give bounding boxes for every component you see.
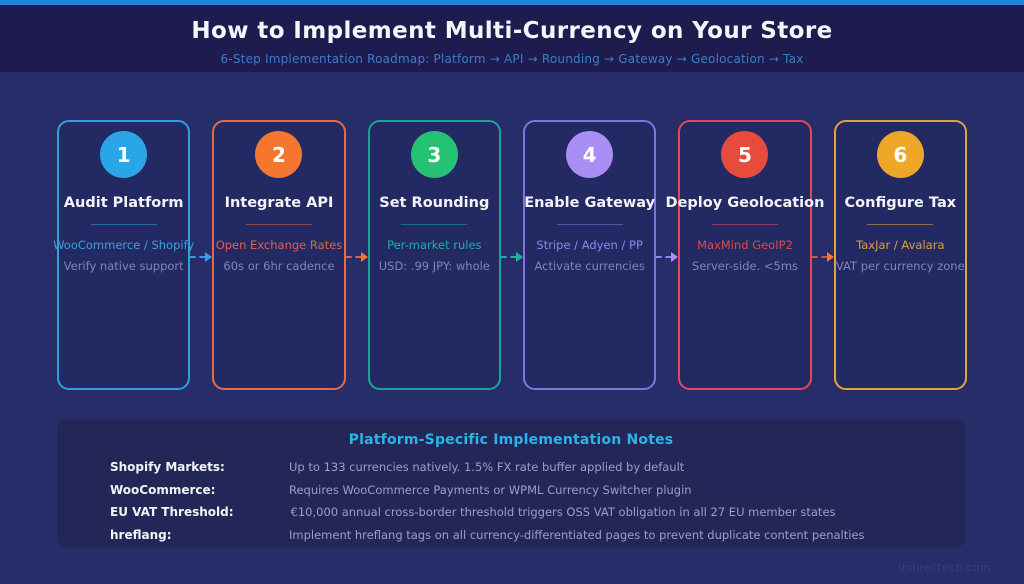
step-card-deploy-geolocation: 5 Deploy Geolocation MaxMind GeoIP2 Serv…: [666, 120, 824, 390]
notes-rows: Shopify Markets: Up to 133 currencies na…: [57, 460, 965, 550]
flow-arrow-1: [190, 251, 213, 262]
flow-arrow-4: [656, 251, 679, 262]
arrowhead-icon: [205, 251, 213, 262]
step-title: Configure Tax: [844, 195, 957, 211]
step-number-badge: 4: [566, 131, 614, 178]
dashed-line: [500, 255, 516, 258]
step-card-set-rounding: 3 Set Rounding Per-market rules USD: .99…: [367, 120, 501, 390]
header: How to Implement Multi-Currency on Your …: [0, 5, 1024, 72]
dashed-line: [190, 255, 206, 258]
step-card-configure-tax: 6 Configure Tax TaxJar / Avalara VAT per…: [833, 120, 967, 390]
step-detail-secondary: Verify native support: [63, 259, 184, 273]
step-detail-primary: WooCommerce / Shopify: [53, 238, 195, 252]
top-accent-strip: [0, 0, 1024, 5]
step-card-integrate-api: 2 Integrate API Open Exchange Rates 60s …: [212, 120, 346, 390]
divider: [245, 224, 312, 225]
step-title: Enable Gateway: [524, 195, 656, 211]
divider: [711, 224, 778, 225]
steps-row: 1 Audit Platform WooCommerce / Shopify V…: [0, 120, 1024, 390]
flow-arrow-5: [811, 251, 834, 262]
notes-row-shopify-markets: Shopify Markets: Up to 133 currencies na…: [57, 460, 965, 483]
step-number-badge: 3: [410, 131, 458, 178]
step-number-badge: 6: [876, 131, 924, 178]
step-title: Set Rounding: [379, 195, 490, 211]
notes-row-woocommerce: WooCommerce: Requires WooCommerce Paymen…: [57, 483, 965, 506]
divider: [556, 224, 623, 225]
page-subtitle: 6-Step Implementation Roadmap: Platform …: [220, 52, 804, 66]
watermark: indirectech.com: [898, 561, 991, 574]
dashed-line: [345, 255, 361, 258]
step-card-enable-gateway: 4 Enable Gateway Stripe / Adyen / PP Act…: [522, 120, 657, 390]
notes-value: Implement hreflang tags on all currency-…: [289, 527, 865, 542]
dashed-line: [811, 255, 827, 258]
step-detail-secondary: 60s or 6hr cadence: [223, 259, 335, 273]
step-detail-secondary: USD: .99 JPY: whole: [378, 259, 490, 273]
arrowhead-icon: [360, 251, 368, 262]
notes-value: €10,000 annual cross-border threshold tr…: [290, 505, 836, 519]
flow-arrow-3: [500, 251, 523, 262]
notes-value: Up to 133 currencies natively. 1.5% FX r…: [289, 460, 685, 474]
step-card-audit-platform: 1 Audit Platform WooCommerce / Shopify V…: [53, 120, 194, 390]
step-title: Deploy Geolocation: [665, 195, 825, 211]
step-detail-primary: Open Exchange Rates: [215, 238, 343, 252]
dashed-line: [656, 255, 672, 258]
step-detail-primary: Per-market rules: [387, 238, 482, 252]
divider: [90, 224, 157, 225]
divider: [401, 224, 468, 225]
flow-arrow-2: [345, 251, 368, 262]
divider: [867, 224, 934, 225]
step-number-badge: 1: [100, 131, 148, 178]
implementation-notes-panel: Platform-Specific Implementation Notes S…: [57, 419, 965, 548]
notes-label: Shopify Markets:: [110, 460, 225, 474]
notes-label: hreflang:: [110, 527, 172, 542]
notes-row-eu-vat-threshold: EU VAT Threshold: €10,000 annual cross-b…: [57, 505, 965, 528]
notes-value: Requires WooCommerce Payments or WPML Cu…: [289, 482, 692, 497]
step-detail-secondary: Server-side. <5ms: [691, 259, 799, 273]
step-number-badge: 2: [255, 131, 303, 178]
arrowhead-icon: [671, 251, 679, 262]
step-title: Integrate API: [224, 195, 334, 211]
notes-row-hreflang: hreflang: Implement hreflang tags on all…: [57, 528, 965, 551]
step-detail-secondary: Activate currencies: [534, 259, 645, 273]
step-detail-secondary: VAT per currency zone: [835, 259, 965, 273]
page-title: How to Implement Multi-Currency on Your …: [191, 18, 833, 44]
arrowhead-icon: [826, 251, 834, 262]
notes-label: EU VAT Threshold:: [110, 505, 234, 519]
notes-title: Platform-Specific Implementation Notes: [348, 432, 674, 448]
step-detail-primary: TaxJar / Avalara: [856, 238, 945, 252]
step-number-badge: 5: [721, 131, 769, 178]
step-detail-primary: MaxMind GeoIP2: [697, 238, 793, 252]
arrowhead-icon: [515, 251, 523, 262]
notes-label: WooCommerce:: [110, 482, 216, 497]
step-title: Audit Platform: [63, 195, 184, 211]
step-detail-primary: Stripe / Adyen / PP: [536, 238, 643, 252]
